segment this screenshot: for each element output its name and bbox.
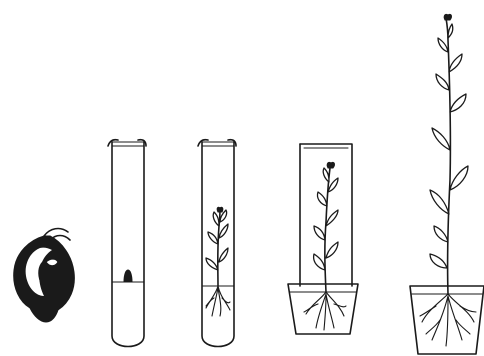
test-tube-plantlet [198, 140, 236, 347]
potted-plantlet [288, 144, 358, 334]
mature-potted-plant [410, 14, 484, 354]
bulb-explant [14, 229, 75, 322]
test-tube-explant [108, 140, 146, 347]
